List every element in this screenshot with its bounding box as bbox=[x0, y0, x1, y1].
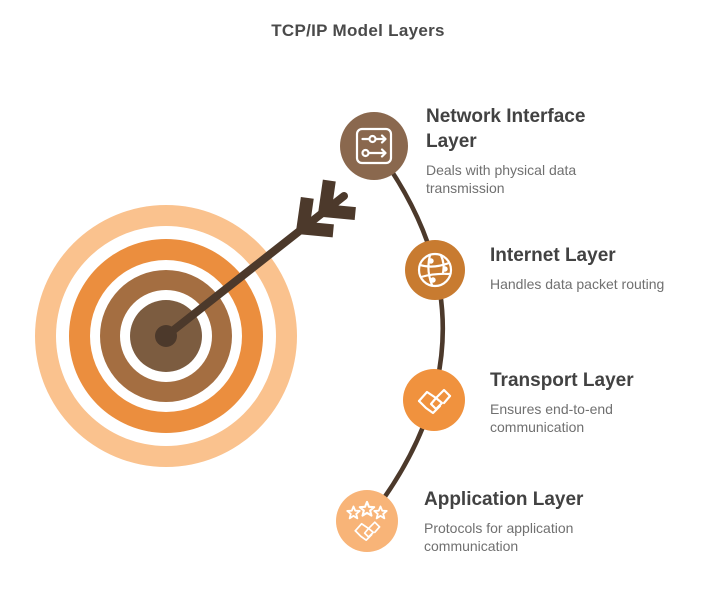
node-network-interface bbox=[340, 112, 408, 180]
node-circle bbox=[340, 112, 408, 180]
node-internet bbox=[405, 240, 465, 300]
layer-item-internet: Internet Layer Handles data packet routi… bbox=[490, 243, 710, 294]
globe-network-icon bbox=[417, 252, 453, 288]
layer-description: Handles data packet routing bbox=[490, 276, 665, 292]
page-title: TCP/IP Model Layers bbox=[271, 21, 445, 40]
switch-flow-icon bbox=[355, 127, 393, 165]
node-transport bbox=[403, 369, 465, 431]
layer-item-network-interface: Network Interface Layer Deals with physi… bbox=[426, 104, 612, 197]
mini-handshake bbox=[354, 521, 381, 541]
handshake-icon bbox=[417, 388, 452, 415]
layer-description: Protocols for application communication bbox=[424, 520, 574, 554]
star-icon bbox=[373, 505, 388, 520]
layer-description: Ensures end-to-end communication bbox=[490, 401, 613, 435]
fletching-chevron-1 bbox=[295, 196, 334, 238]
layer-item-transport: Transport Layer Ensures end-to-end commu… bbox=[490, 368, 655, 436]
arrow-tip-dot bbox=[155, 325, 177, 347]
fletching-chevron-2 bbox=[317, 179, 356, 221]
layer-title: Application Layer bbox=[424, 489, 584, 510]
layer-title: Internet Layer bbox=[490, 245, 616, 266]
arrow-shaft bbox=[162, 192, 348, 340]
layer-item-application: Application Layer Protocols for applicat… bbox=[424, 487, 620, 555]
connector-curve bbox=[365, 144, 446, 523]
node-circle bbox=[336, 490, 398, 552]
layer-title: Network Interface Layer bbox=[426, 106, 586, 152]
node-application bbox=[336, 490, 398, 552]
stars-handshake-icon bbox=[346, 500, 388, 541]
star-icon bbox=[346, 505, 361, 520]
layer-description: Deals with physical data transmission bbox=[426, 162, 577, 196]
layer-title: Transport Layer bbox=[490, 370, 634, 391]
arrow bbox=[155, 179, 356, 347]
arrow-fletching bbox=[295, 179, 356, 238]
node-circle bbox=[405, 240, 465, 300]
star-icon bbox=[358, 500, 376, 517]
